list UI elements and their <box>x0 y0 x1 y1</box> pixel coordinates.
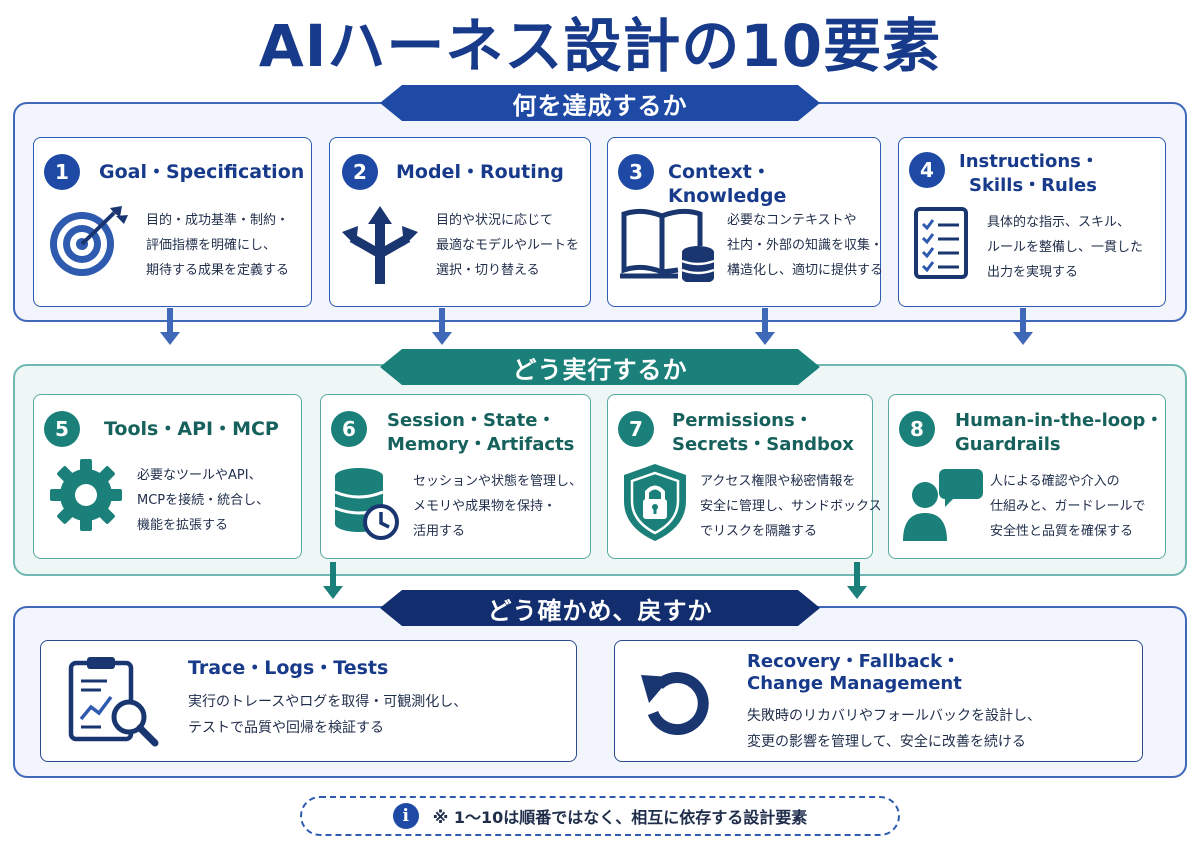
card-trace-logs-tests: Trace・Logs・Tests 実行のトレースやログを取得・可観測化し、 テス… <box>40 640 577 762</box>
card-model-routing: 2 Model・Routing 目的や状況に応じて 最適なモデルやルートを 選択… <box>329 137 591 307</box>
card-title: Context・Knowledge <box>668 161 787 207</box>
card-tools-api-mcp: 5 Tools・API・MCP 必要なツールやAPI、 MCPを接続・統合し、 … <box>33 394 302 559</box>
flow-arrow-icon <box>432 308 452 345</box>
flow-arrow-icon <box>323 562 343 599</box>
card-description: 失敗時のリカバリやフォールバックを設計し、 変更の影響を管理して、安全に改善を続… <box>747 708 1041 750</box>
card-description: 必要なツールやAPI、 MCPを接続・統合し、 機能を拡張する <box>137 468 270 533</box>
section-banner-verify: どう確かめ、戻すか <box>380 590 820 626</box>
card-number: 6 <box>331 411 367 447</box>
person-chat-icon <box>901 467 985 547</box>
card-description: 人による確認や介入の 仕組みと、ガードレールで 安全性と品質を確保する <box>990 474 1146 539</box>
card-goal-specification: 1 Goal・Specification 目的・成功基準・制約・ 評価指標を明確… <box>33 137 312 307</box>
card-description: 実行のトレースやログを取得・可観測化し、 テストで品質や回帰を検証する <box>188 694 468 736</box>
clipboard-magnifier-icon <box>67 653 161 753</box>
target-icon <box>44 204 130 284</box>
card-description: セッションや状態を管理し、 メモリや成果物を保持・ 活用する <box>413 474 583 539</box>
card-description: 目的・成功基準・制約・ 評価指標を明確にし、 期待する成果を定義する <box>146 213 290 278</box>
section-banner-how: どう実行するか <box>380 349 820 385</box>
card-number: 2 <box>342 154 378 190</box>
flow-arrow-icon <box>1013 308 1033 345</box>
info-icon: i <box>392 803 419 829</box>
card-title: Recovery・Fallback・ Change Management <box>747 651 962 694</box>
card-permissions-secrets-sandbox: 7 Permissions・ Secrets・Sandbox アクセス権限や秘密… <box>607 394 882 559</box>
section-banner-what: 何を達成するか <box>380 85 820 121</box>
card-description: 目的や状況に応じて 最適なモデルやルートを 選択・切り替える <box>436 213 580 278</box>
card-title: Human-in-the-loop・ Guardrails <box>955 410 1164 455</box>
card-number: 3 <box>618 154 654 190</box>
flow-arrow-icon <box>755 308 775 345</box>
footnote-box: i ※ 1〜10は順番ではなく、相互に依存する設計要素 <box>300 796 900 836</box>
card-instructions-skills-rules: 4 Instructions・ Skills・Rules 具体的な指示、スキル、… <box>898 137 1166 307</box>
card-context-knowledge: 3 Context・Knowledge 必要なコンテキストや 社内・外部の知識を… <box>607 137 884 307</box>
card-title: Permissions・ Secrets・Sandbox <box>672 410 854 455</box>
card-number: 1 <box>44 154 80 190</box>
card-human-in-the-loop-guardrails: 8 Human-in-the-loop・ Guardrails 人による確認や介… <box>888 394 1166 559</box>
card-number: 8 <box>899 411 935 447</box>
card-title: Tools・API・MCP <box>104 418 279 440</box>
card-title: Instructions・ Skills・Rules <box>959 151 1099 196</box>
card-description: 必要なコンテキストや 社内・外部の知識を収集・ 構造化し、適切に提供する <box>727 213 884 278</box>
card-number: 4 <box>909 152 945 188</box>
routing-arrows-icon <box>338 202 422 290</box>
checklist-icon <box>913 206 969 284</box>
card-recovery-fallback-change: Recovery・Fallback・ Change Management 失敗時… <box>614 640 1143 762</box>
card-title: Session・State・ Memory・Artifacts <box>387 410 575 455</box>
page-title: AIハーネス設計の10要素 <box>258 12 942 80</box>
shield-lock-icon <box>620 461 690 547</box>
flow-arrow-icon <box>847 562 867 599</box>
card-title: Trace・Logs・Tests <box>188 657 389 679</box>
footnote-text: ※ 1〜10は順番ではなく、相互に依存する設計要素 <box>432 808 808 827</box>
card-title: Goal・Specification <box>99 161 305 183</box>
card-number: 7 <box>618 411 654 447</box>
book-database-icon <box>618 206 718 286</box>
card-session-state-memory: 6 Session・State・ Memory・Artifacts セッションや… <box>320 394 591 559</box>
undo-arrow-icon <box>637 663 717 747</box>
card-description: アクセス権限や秘密情報を 安全に管理し、サンドボックス でリスクを隔離する <box>700 474 882 539</box>
card-number: 5 <box>44 411 80 447</box>
card-title: Model・Routing <box>396 161 564 183</box>
card-description: 具体的な指示、スキル、 ルールを整備し、一貫した 出力を実現する <box>987 215 1144 280</box>
gear-icon <box>48 457 124 537</box>
flow-arrow-icon <box>160 308 180 345</box>
database-clock-icon <box>333 467 399 545</box>
